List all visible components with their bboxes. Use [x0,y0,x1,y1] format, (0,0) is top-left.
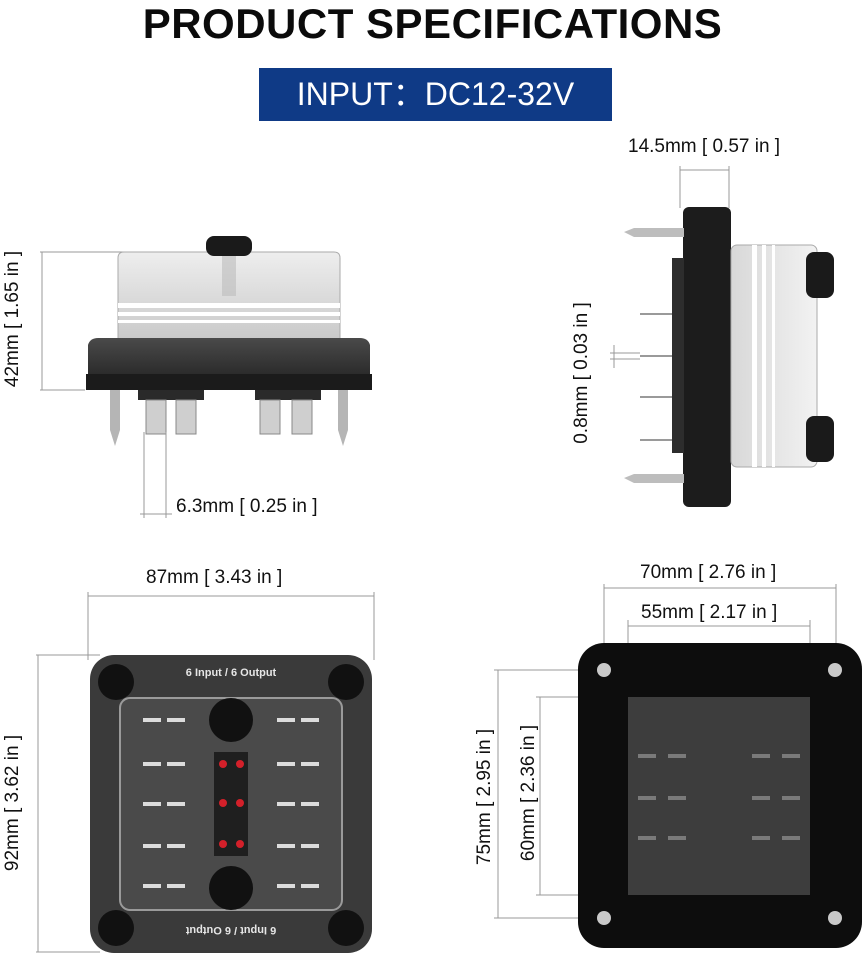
height-label: 42mm [ 1.65 in ] [2,250,23,388]
top-height-label: 92mm [ 3.62 in ] [2,734,23,872]
input-voltage-banner: INPUT：DC12-32V [259,68,612,121]
front-view [40,236,372,518]
bottom-outer-width-label: 70mm [ 2.76 in ] [640,562,777,583]
side-view [610,166,834,507]
bottom-inner-height-label: 60mm [ 2.36 in ] [518,724,539,862]
top-width-label: 87mm [ 3.43 in ] [146,567,283,588]
bottom-view [494,584,862,948]
bottom-inner-width-label: 55mm [ 2.17 in ] [641,602,778,623]
terminal-thickness-label: 0.8mm [ 0.03 in ] [571,302,592,444]
side-depth-label: 14.5mm [ 0.57 in ] [628,136,781,157]
panel-label-bottom: 6 Input / 6 Output [185,924,277,936]
top-view [36,592,375,953]
terminal-width-label: 6.3mm [ 0.25 in ] [176,496,318,517]
panel-label-top: 6 Input / 6 Output [185,667,277,679]
bottom-outer-height-label: 75mm [ 2.95 in ] [474,728,495,866]
page-title: PRODUCT SPECIFICATIONS [142,0,723,47]
cover-knob [206,236,252,256]
